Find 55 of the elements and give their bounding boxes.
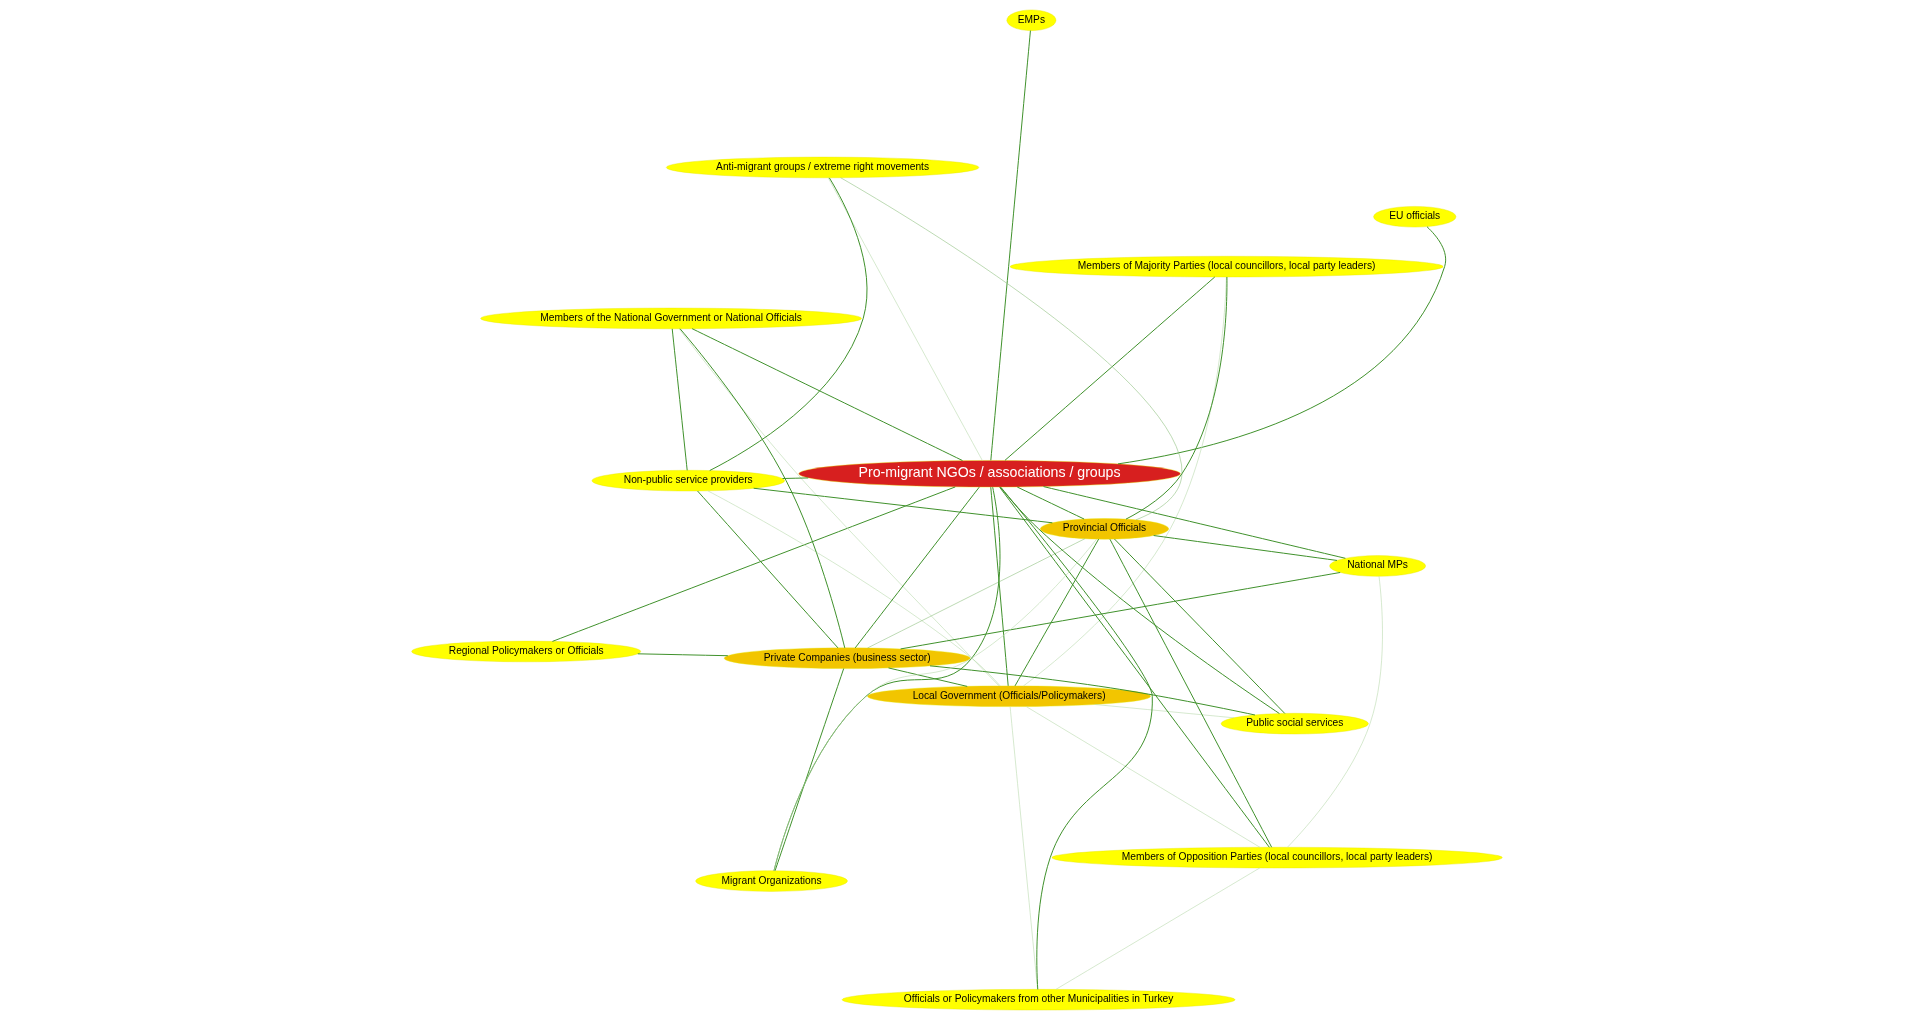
node-ellipse: National MPs xyxy=(1329,555,1426,577)
connector xyxy=(929,665,1256,716)
node-ellipse: EU officials xyxy=(1373,206,1457,228)
connector xyxy=(1153,535,1338,561)
connector xyxy=(827,177,983,461)
node-ellipse: Members of Majority Parties (local councillors, local party leaders) xyxy=(1009,256,1444,278)
connector xyxy=(637,653,729,657)
connector xyxy=(840,177,1183,521)
connector xyxy=(1023,276,1227,687)
connector xyxy=(867,538,1086,649)
node-ellipse: Officials or Policymakers from other Municipalities in Turkey xyxy=(841,989,1236,1011)
node-ellipse: Regional Policymakers or Officials xyxy=(411,640,641,663)
connector xyxy=(1125,276,1228,520)
node-ellipse: Private Companies (business sector) xyxy=(724,647,971,669)
connector xyxy=(782,477,809,479)
connector xyxy=(773,538,1097,871)
node-ellipse: Pro-migrant NGOs / associations / groups xyxy=(798,460,1181,488)
node-ellipse: Members of the National Government or National Officials xyxy=(480,307,862,329)
connector xyxy=(1055,867,1261,990)
node-ellipse: Anti-migrant groups / extreme right movements xyxy=(666,156,980,178)
connector xyxy=(900,572,1341,650)
connector xyxy=(671,328,688,471)
connector xyxy=(888,667,968,687)
connector xyxy=(990,486,1009,687)
node-ellipse: Public social services xyxy=(1220,713,1369,735)
connector xyxy=(551,486,956,642)
node-ellipse: Members of Opposition Parties (local councillors, local party leaders) xyxy=(1051,847,1503,869)
connector xyxy=(1014,538,1100,687)
connector xyxy=(1094,704,1235,719)
connector xyxy=(1287,576,1383,848)
connector xyxy=(1004,276,1216,461)
connector xyxy=(1114,538,1286,714)
connector xyxy=(990,30,1031,461)
connector xyxy=(678,328,1000,687)
connector xyxy=(1016,486,1085,520)
node-ellipse: Non-public service providers xyxy=(591,470,785,492)
connector xyxy=(679,328,846,649)
connector xyxy=(1025,706,1261,848)
connector xyxy=(709,177,868,472)
connector xyxy=(999,486,1270,848)
connector xyxy=(1109,538,1273,848)
connector xyxy=(1043,486,1346,559)
connector xyxy=(1117,226,1447,465)
connector xyxy=(707,490,1001,687)
connector xyxy=(1000,486,1153,990)
node-ellipse: EMPs xyxy=(1006,9,1057,31)
connector xyxy=(691,328,963,462)
connector xyxy=(854,486,980,649)
node-ellipse: Provincial Officials xyxy=(1040,518,1169,540)
connector xyxy=(753,487,1053,524)
connector xyxy=(697,490,839,649)
node-ellipse: Migrant Organizations xyxy=(695,870,848,892)
node-ellipse: Local Government (Officials/Policymakers) xyxy=(867,685,1151,707)
connector xyxy=(774,668,845,872)
connector xyxy=(999,486,1280,714)
